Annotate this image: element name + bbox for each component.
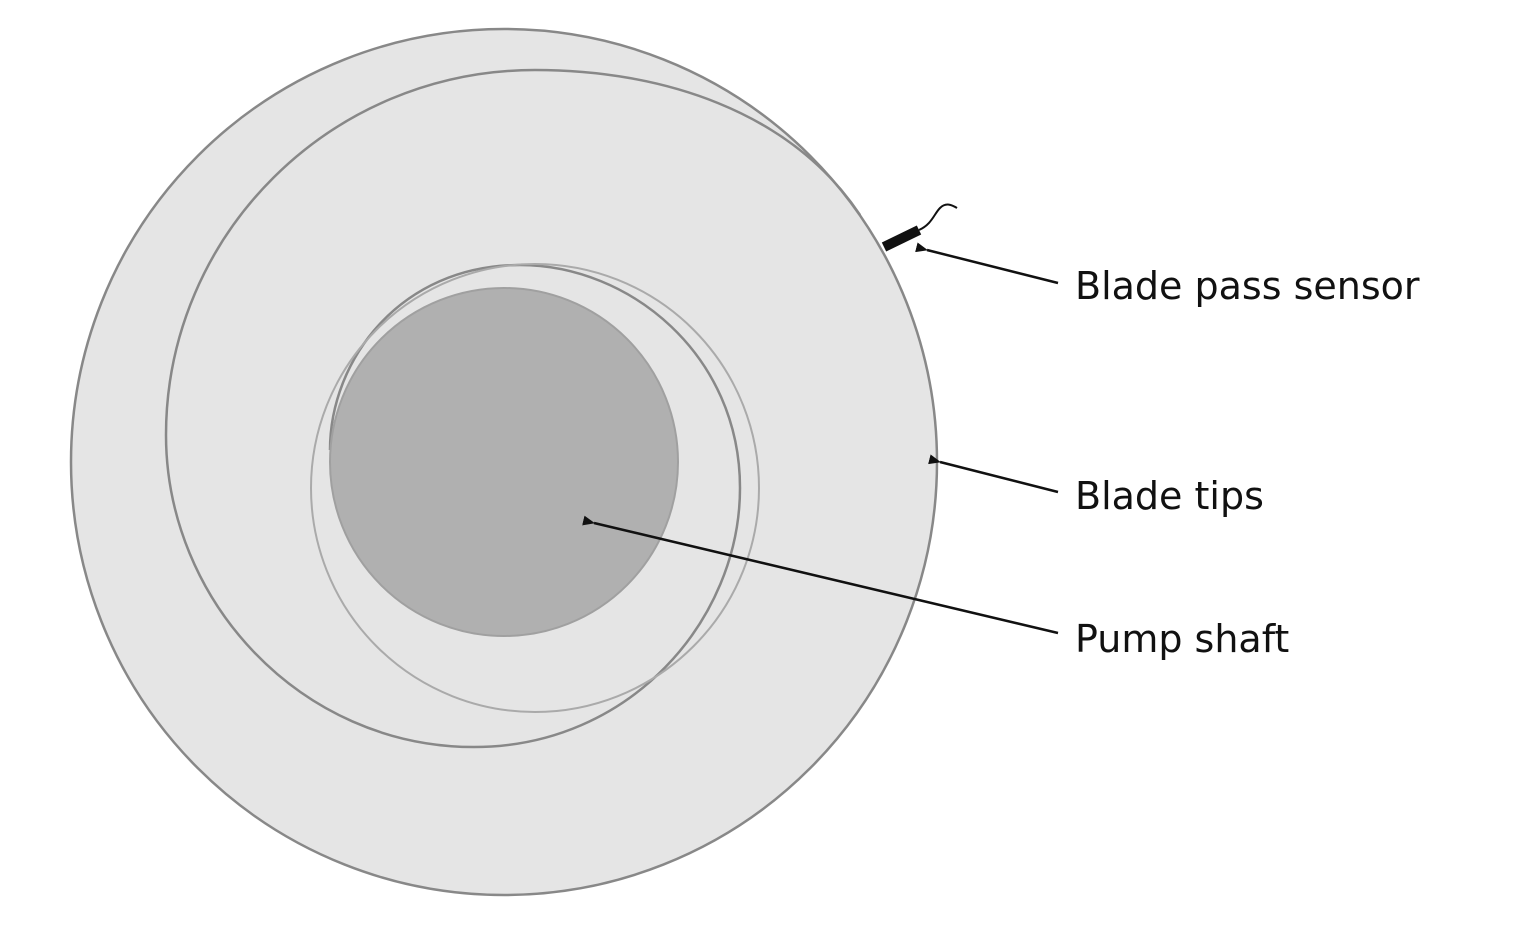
blade-pass-sensor-label: Blade pass sensor	[1075, 264, 1420, 308]
sensor-leader-arrow	[915, 242, 1059, 285]
pump-shaft-label: Pump shaft	[1075, 617, 1289, 661]
sensor-body	[881, 225, 922, 252]
shaft-clearance-circle	[310, 263, 760, 713]
eccentric-orbit-circle	[164, 68, 862, 749]
pump-shaft-leader-arrow	[582, 515, 1059, 635]
pump-shaft-disc	[329, 287, 679, 637]
blade-tips-leader-arrow	[928, 454, 1059, 494]
sensor-wire	[918, 203, 958, 231]
blade-tips-label: Blade tips	[1075, 474, 1264, 518]
